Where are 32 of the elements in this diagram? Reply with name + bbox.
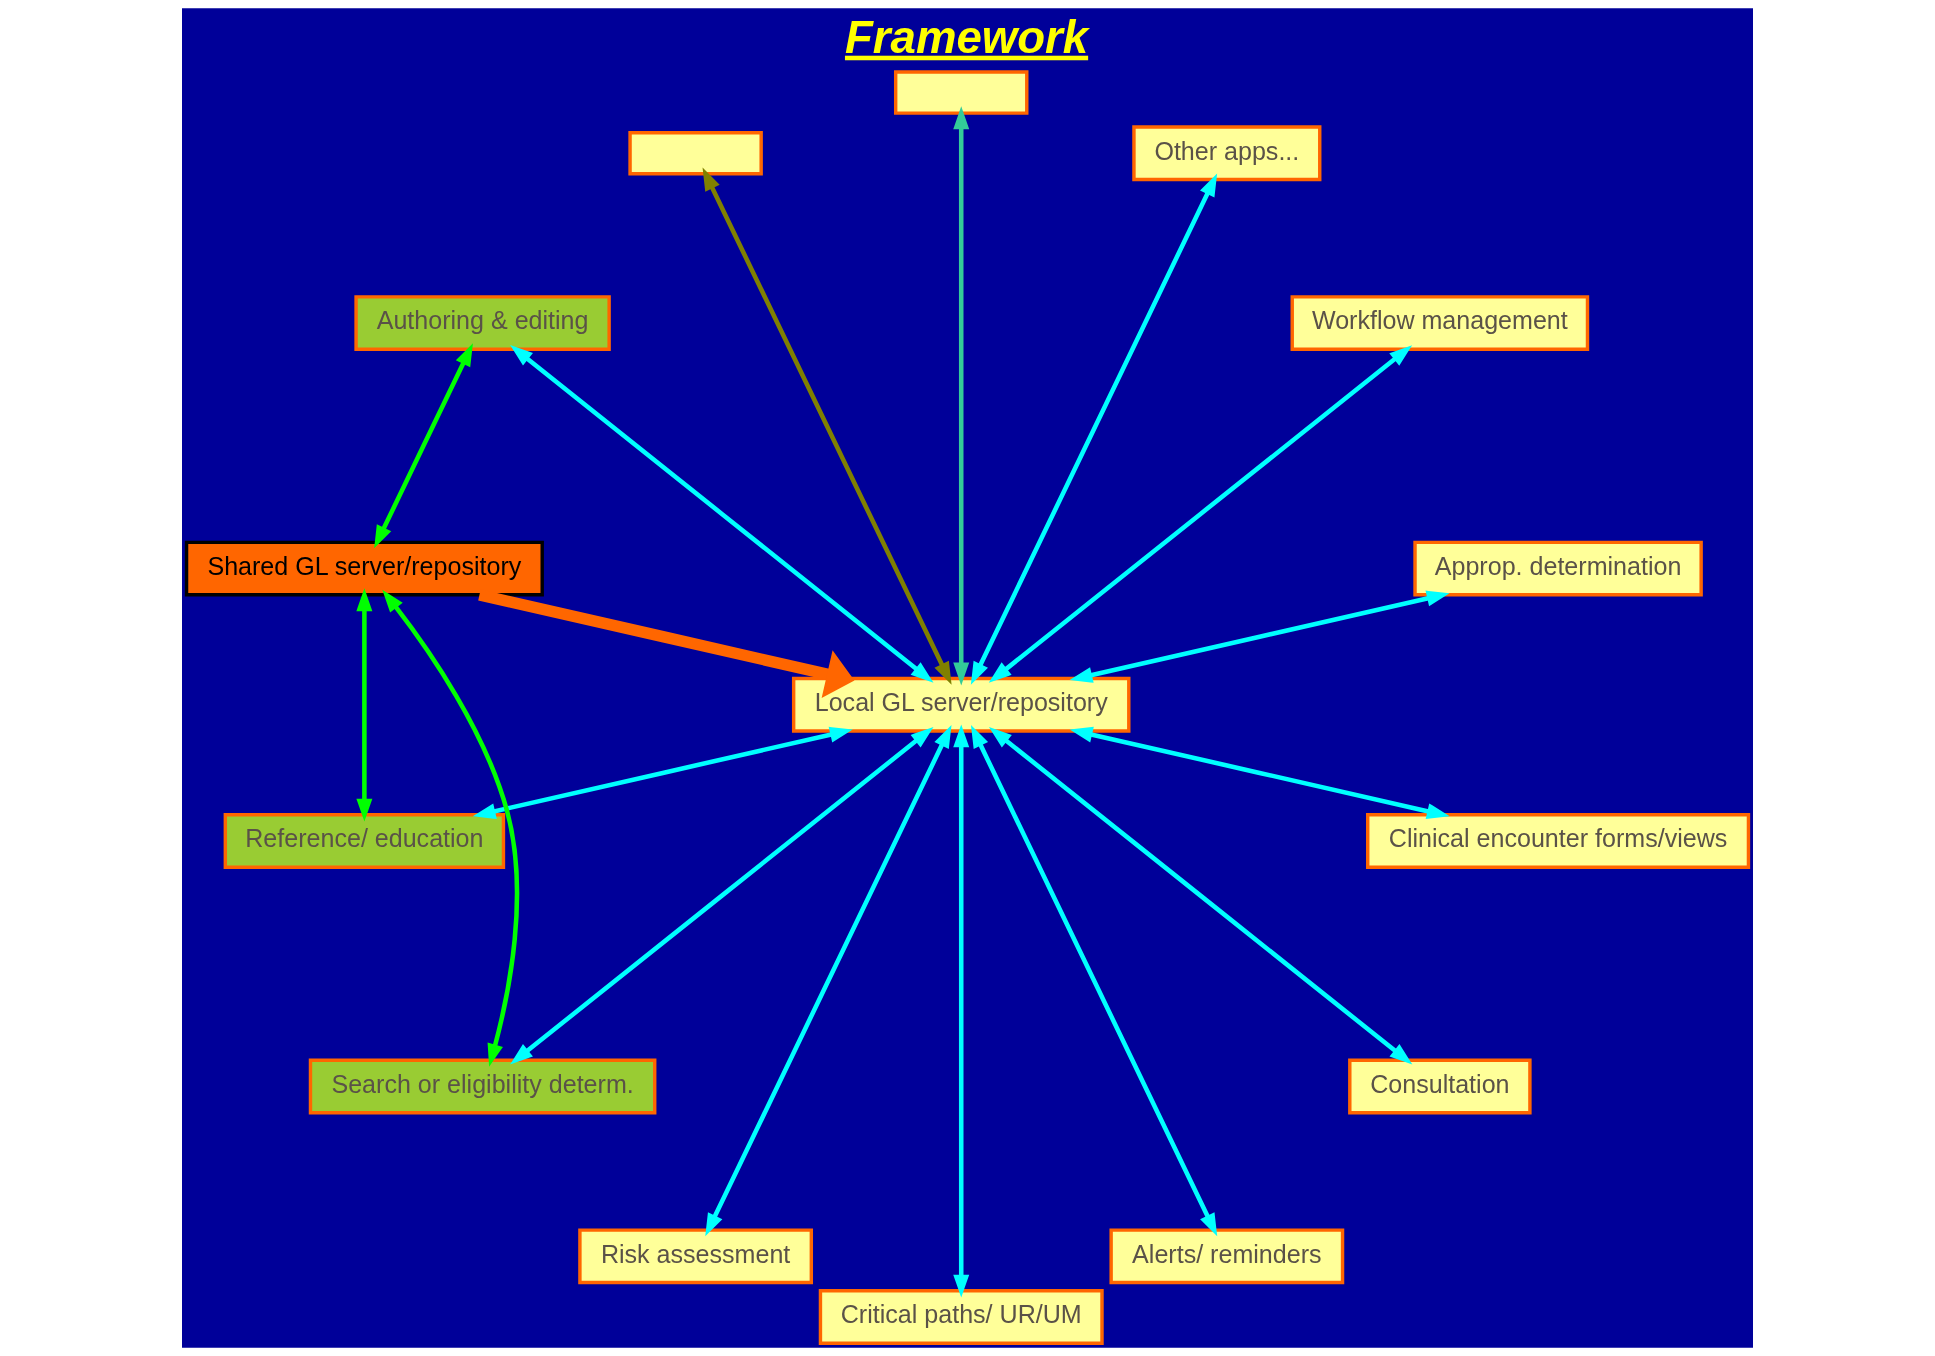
arrow xyxy=(953,106,970,686)
node-box: Approp. determination xyxy=(1413,540,1703,597)
arrow xyxy=(510,726,934,1065)
node-box: Workflow management xyxy=(1290,295,1590,351)
diagram-title: Framework xyxy=(844,11,1089,63)
node-box: Consultation xyxy=(1348,1058,1532,1115)
node-box: Search or eligibility determ. xyxy=(308,1058,657,1115)
node-box: Clinical encounter forms/views xyxy=(1366,813,1751,869)
arrow xyxy=(1069,590,1450,683)
arrow xyxy=(382,589,520,1067)
node-box xyxy=(628,131,763,176)
arrow xyxy=(374,343,473,549)
arrow xyxy=(970,173,1218,685)
node-box: Authoring & editing xyxy=(354,295,611,351)
arrow xyxy=(1069,726,1450,819)
arrow xyxy=(988,726,1413,1065)
node-box: Critical paths/ UR/UM xyxy=(818,1289,1104,1345)
arrow xyxy=(705,724,952,1237)
arrow xyxy=(356,588,373,822)
node-box: Reference/ education xyxy=(223,813,506,869)
node-box: Other apps... xyxy=(1132,125,1322,182)
node-box: Shared GL server/repository xyxy=(184,540,544,597)
arrow xyxy=(970,724,1218,1237)
arrow xyxy=(988,345,1413,683)
arrow xyxy=(702,167,952,685)
arrow xyxy=(472,726,853,819)
node-box: Alerts/ reminders xyxy=(1109,1228,1345,1285)
arrow xyxy=(953,724,970,1298)
arrow xyxy=(510,345,934,683)
node-box: Local GL server/repository xyxy=(791,676,1131,733)
node-box xyxy=(894,70,1029,115)
node-box: Risk assessment xyxy=(578,1228,813,1285)
